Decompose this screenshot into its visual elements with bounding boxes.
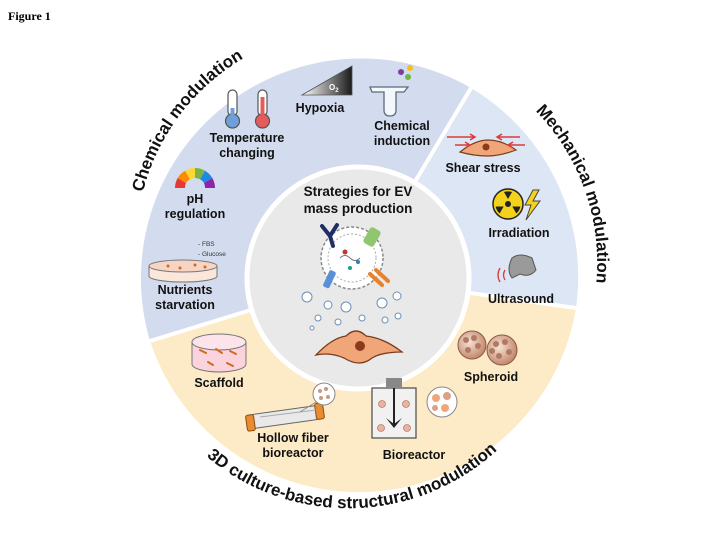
temperature-label-1: Temperature [210,131,285,145]
hollow-fiber-label-2: bioreactor [262,446,323,460]
ph-label-2: regulation [165,207,225,221]
chemical-induction-label-1: Chemical [374,119,430,133]
o2-label: O2 [329,83,339,94]
hypoxia-label: Hypoxia [296,101,346,115]
scaffold-icon [191,333,247,373]
center-title-line1: Strategies for EV [304,184,413,199]
spheroid-icon [457,330,518,366]
cell-icon [314,330,404,364]
bioreactor-icon [371,378,458,439]
chemical-induction-icon [369,65,413,117]
center-title-line2: mass production [304,201,413,216]
fbs-label: - FBS [198,241,215,248]
nutrients-label-2: starvation [155,298,215,312]
hypoxia-o2-gradient-icon: O2 [300,65,353,96]
figure-label: Figure 1 [8,9,51,23]
chemical-induction-label-2: induction [374,134,430,148]
lightning-icon [524,189,541,221]
spheroid-label: Spheroid [464,370,518,384]
radiation-icon [492,188,524,220]
small-vesicles [301,291,402,331]
ultrasound-probe-icon [497,254,537,283]
nutrients-label-1: Nutrients [158,283,213,297]
ultrasound-label: Ultrasound [488,292,554,306]
ph-scale-icon [175,168,215,188]
hollow-fiber-label-1: Hollow fiber [257,431,329,445]
temperature-label-2: changing [219,146,275,160]
ph-label-1: pH [187,192,204,206]
shear-stress-label: Shear stress [445,161,520,175]
ev-vesicle-icon [320,223,390,290]
hollow-fiber-bioreactor-icon [245,382,336,432]
scaffold-label: Scaffold [194,376,243,390]
bioreactor-label: Bioreactor [383,448,446,462]
irradiation-label: Irradiation [488,226,549,240]
thermometer-hot-icon [254,89,271,129]
thermometer-cold-icon [224,89,241,129]
petri-dish-icon [148,259,218,283]
shear-stress-icon [447,133,525,157]
glucose-label: - Glucose [198,251,226,258]
